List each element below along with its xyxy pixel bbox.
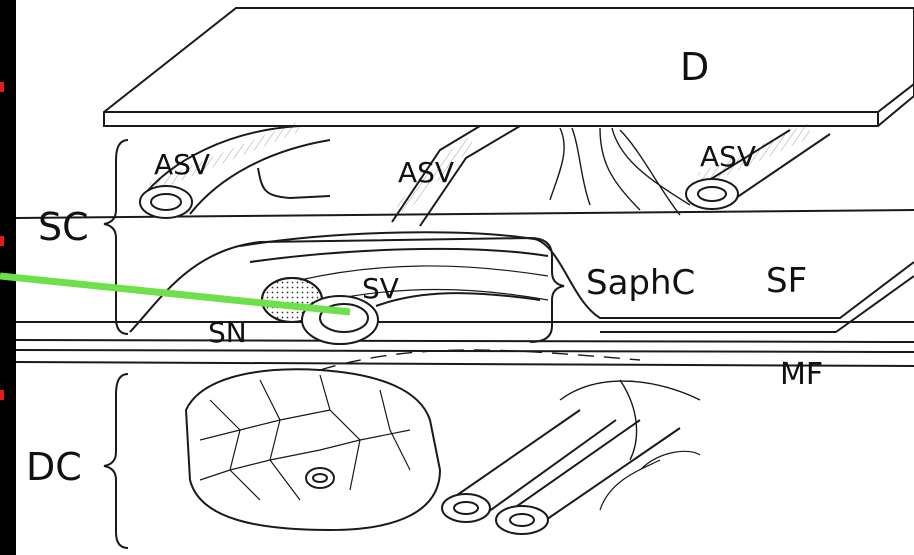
label-sv: SV [362,272,399,305]
dermal-fibers [550,128,690,215]
label-dc: DC [26,445,82,489]
label-asv-right: ASV [700,140,756,173]
label-asv-left: ASV [154,148,210,181]
edge-mark-2 [0,236,4,246]
deep-vessels [442,380,700,534]
label-sf: SF [766,261,807,301]
edge-mark-3 [0,390,4,400]
label-asv-mid: ASV [398,156,454,189]
dc-bracket [104,374,128,548]
saphenous-vein [302,293,540,344]
label-dermis: D [680,45,709,89]
edge-mark-1 [0,82,4,92]
label-sn: SN [208,316,247,349]
dermis-plate [104,8,914,126]
label-mf: MF [780,357,823,392]
artist-signature [600,451,700,510]
label-saphc: SaphC [586,263,695,303]
sc-bracket [104,140,128,334]
label-sc: SC [38,205,89,249]
